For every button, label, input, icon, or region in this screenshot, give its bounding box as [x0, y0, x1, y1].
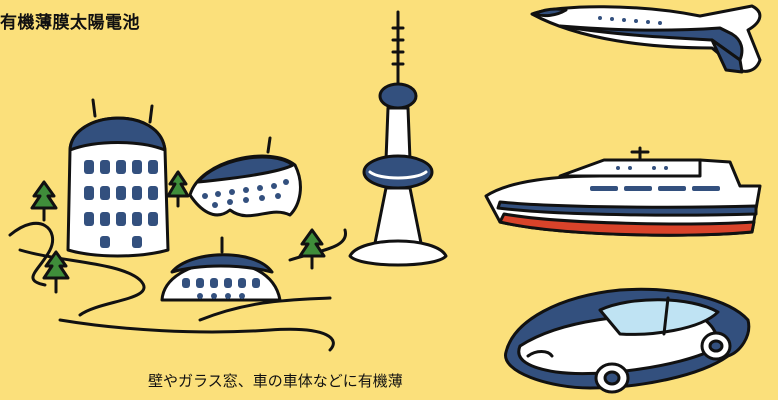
tree-icon [166, 170, 190, 208]
tree-icon [298, 228, 326, 270]
trees [30, 170, 326, 294]
sports-car [504, 287, 751, 394]
tree-icon [42, 250, 70, 294]
tall-building [66, 98, 170, 258]
dome-building [160, 236, 282, 302]
tree-icon [30, 180, 58, 222]
caption-text: 壁やガラス窓、車の車体などに有機薄 [148, 372, 403, 390]
cruise-ship [484, 146, 762, 237]
shell-building [188, 136, 302, 218]
space-shuttle [530, 4, 762, 74]
tv-tower [348, 10, 448, 267]
page-title: 有機薄膜太陽電池 [0, 13, 140, 33]
